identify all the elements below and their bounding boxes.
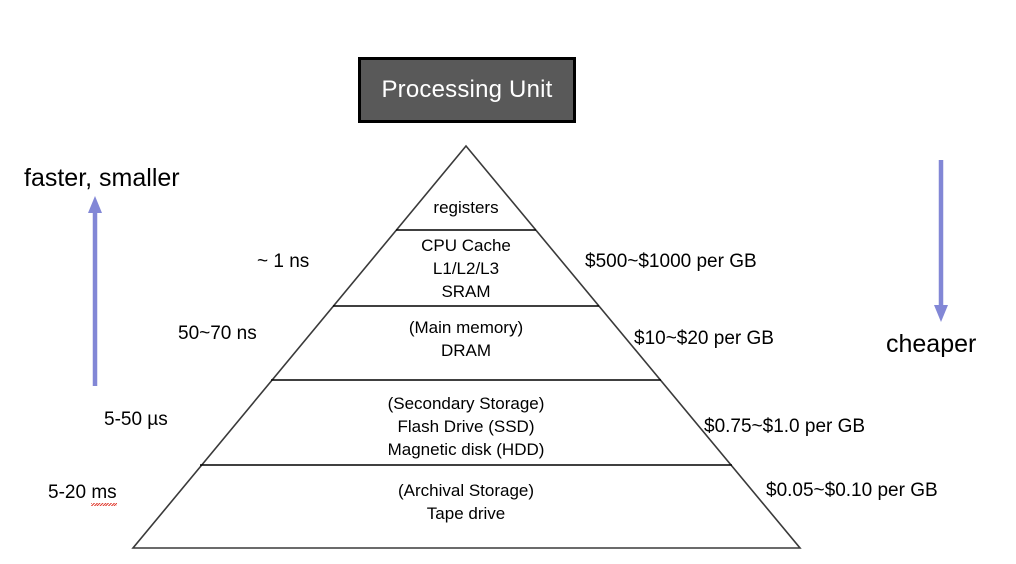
processing-unit-label: Processing Unit — [381, 76, 553, 103]
tier-line: (Secondary Storage) — [387, 394, 545, 413]
tier-line: CPU Cache — [421, 236, 511, 255]
tier-label-secondary-storage: (Secondary Storage) Flash Drive (SSD) Ma… — [316, 392, 616, 461]
price-label-dram: $10~$20 per GB — [634, 328, 774, 349]
caption-cheaper: cheaper — [886, 330, 977, 358]
latency-label-archival: 5-20 ms — [48, 481, 117, 505]
latency-archival-suffix: ms — [91, 482, 117, 503]
latency-label-cache: ~ 1 ns — [257, 251, 310, 272]
faster-smaller-arrow — [88, 196, 102, 386]
price-label-archival: $0.05~$0.10 per GB — [766, 480, 938, 501]
latency-archival-prefix: 5-20 — [48, 482, 92, 503]
tier-line: (Archival Storage) — [397, 481, 535, 500]
latency-label-dram: 50~70 ns — [178, 323, 257, 344]
tier-line: L1/L2/L3 — [432, 259, 500, 278]
tier-line: Tape drive — [426, 504, 506, 523]
caption-faster-smaller: faster, smaller — [24, 164, 180, 192]
tier-line: (Main memory) — [408, 318, 524, 337]
processing-unit-box: Processing Unit — [358, 57, 576, 123]
price-label-secondary: $0.75~$1.0 per GB — [704, 416, 866, 437]
tier-line: Flash Drive (SSD) — [397, 417, 535, 436]
tier-label-registers: registers — [366, 196, 566, 219]
tier-label-main-memory: (Main memory) DRAM — [346, 316, 586, 362]
pyramid-outline — [131, 144, 802, 549]
tier-label-cpu-cache: CPU Cache L1/L2/L3 SRAM — [366, 234, 566, 303]
tier-line: registers — [433, 198, 499, 217]
latency-label-secondary: 5-50 µs — [104, 409, 168, 430]
tier-label-archival-storage: (Archival Storage) Tape drive — [316, 479, 616, 525]
price-label-cache: $500~$1000 per GB — [585, 251, 757, 272]
tier-line: Magnetic disk (HDD) — [387, 440, 545, 459]
cheaper-arrow — [934, 160, 948, 322]
tier-line: DRAM — [440, 341, 492, 360]
tier-line: SRAM — [441, 282, 491, 301]
